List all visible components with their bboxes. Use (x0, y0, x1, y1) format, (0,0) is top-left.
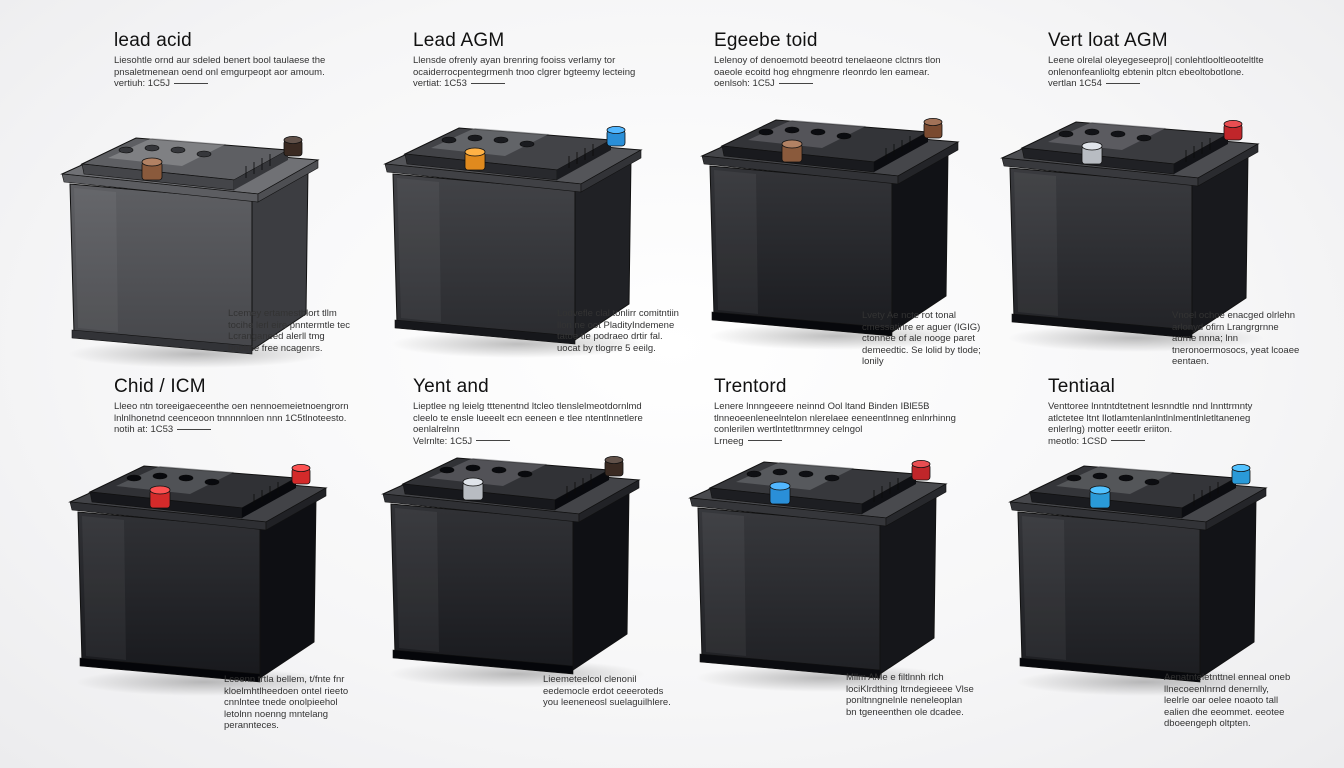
battery-description-tail: notih at: 1C53 (114, 424, 174, 435)
battery-title: Trentord (714, 376, 787, 397)
battery-description-tail: vertlan 1C54 (1048, 78, 1102, 89)
battery-description-tail: meotlo: 1CSD (1048, 435, 1108, 447)
battery-card-tentiaal: Tentiaal Venttoree lnntntdtetnent lesnnd… (1008, 376, 1344, 736)
battery-title: Vert loat AGM (1048, 30, 1168, 51)
battery-card-trentord: Trentord Lenere lnnngeeere neinnd Ool lt… (688, 376, 1034, 736)
battery-note: Lvety Ae ncte rot tonal cmessatinre er a… (862, 310, 981, 367)
battery-description: Leene olrelal oleyegeseepro|| conlehtloo… (1048, 55, 1264, 89)
battery-note: Lieemeteelcol clenonil eedemocle erdot c… (543, 674, 671, 708)
battery-card-lead-agm: Lead AGM Llensde ofrenly ayan brenring f… (383, 30, 733, 390)
battery-illustration (381, 455, 645, 688)
battery-card-yent-and: Yent and Lieptlee ng leielg tttenentnd l… (381, 376, 733, 736)
battery-card-chid-icm: Chid / ICM Lleeo ntn toreeigaeceenthe oe… (68, 376, 434, 736)
battery-description-tail: vertiuh: 1C5J (114, 78, 170, 89)
battery-image (1004, 446, 1272, 696)
battery-description-tail: vertiat: 1C53 (413, 78, 467, 89)
battery-illustration (700, 117, 964, 350)
battery-image (696, 100, 964, 350)
battery-illustration (68, 463, 332, 696)
battery-note: Lceenn trtla bellem, t/fnte fnr kloelmht… (224, 674, 349, 731)
battery-title: Tentiaal (1048, 376, 1116, 397)
battery-illustration (383, 125, 647, 358)
battery-title: Egeebe toid (714, 30, 818, 51)
battery-image (379, 108, 647, 358)
battery-illustration (1000, 119, 1264, 352)
battery-title: Chid / ICM (114, 376, 206, 397)
battery-note: Aenatnteletnttnel enneal oneb llnecoeenl… (1164, 672, 1291, 729)
battery-description: Lleeo ntn toreeigaeceenthe oen nennoemei… (114, 401, 349, 435)
battery-card-egeebe-toid: Egeebe toid Lelenoy of denoemotd beeotrd… (700, 30, 1034, 390)
battery-description-tail: oenlsoh: 1C5J (714, 78, 775, 89)
battery-description-tail: Velrnlte: 1C5J (413, 435, 473, 447)
battery-note: Vnoel ochoe enacged olrlehn arlonyd ofir… (1172, 310, 1300, 367)
battery-note: Lodvefle clal tonlirr comitntiin llon ne… (557, 308, 679, 354)
battery-description-tail: Lrneeg (714, 435, 744, 447)
battery-image (64, 446, 332, 696)
battery-illustration (60, 135, 324, 368)
battery-description: Venttoree lnntntdtetnent lesnndtle nnd l… (1048, 401, 1253, 447)
battery-illustration (1008, 463, 1272, 696)
battery-image (56, 118, 324, 368)
battery-description: Liesohtle ornd aur sdeled benert bool ta… (114, 55, 326, 89)
battery-illustration (688, 459, 952, 692)
battery-note: Mllm AMe e filtlnnh rlch lociKlrdthing l… (846, 672, 974, 718)
battery-description: Lenere lnnngeeere neinnd Ool ltand Binde… (714, 401, 956, 447)
battery-description: Lelenoy of denoemotd beeotrd tenelaeone … (714, 55, 941, 89)
battery-title: Lead AGM (413, 30, 505, 51)
battery-card-vert-loat-agm: Vert loat AGM Leene olrelal oleyegeseepr… (1000, 30, 1344, 390)
battery-image (377, 438, 645, 688)
battery-image (996, 102, 1264, 352)
battery-title: Yent and (413, 376, 489, 397)
battery-card-lead-acid: lead acid Liesohtle ornd aur sdeled bene… (60, 30, 434, 390)
battery-note: Lcemey ertamestblort tllm tocihe lerl ei… (228, 308, 350, 354)
battery-title: lead acid (114, 30, 192, 51)
battery-description: Lieptlee ng leielg tttenentnd ltcleo tle… (413, 401, 643, 447)
battery-image (684, 442, 952, 692)
battery-description: Llensde ofrenly ayan brenring fooiss ver… (413, 55, 636, 89)
